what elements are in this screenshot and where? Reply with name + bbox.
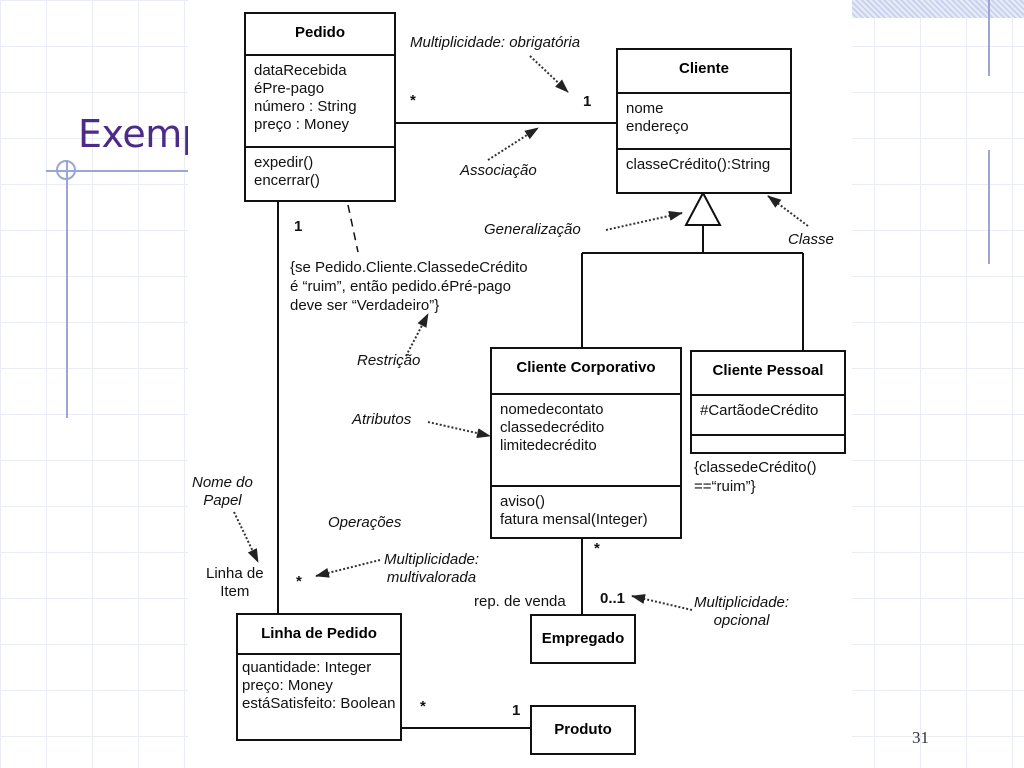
diagram-connectors: [233, 55, 809, 729]
annotation-multiplicidade-opcional: Multiplicidade: opcional: [694, 594, 789, 630]
attribute: número : String: [254, 98, 357, 115]
attribute: nomedecontato: [500, 401, 604, 418]
class-cliente-pessoal-operations: [692, 434, 844, 448]
arrow-restricao: [405, 313, 429, 357]
annotation-multiplicidade-obrigatoria: Multiplicidade: obrigatória: [410, 34, 581, 51]
annotation-associacao: Associação: [460, 162, 537, 179]
constraint-line: {classedeCrédito(): [694, 459, 817, 476]
slide-decor-line-right-2: [988, 150, 990, 264]
class-cliente: Cliente nome endereço classeCrédito():St…: [616, 48, 792, 194]
annotation-atributos: Atributos: [352, 411, 412, 428]
class-produto-name: Produto: [554, 721, 612, 738]
mult-pedido-linha-pedido-end: 1: [294, 218, 303, 235]
class-pedido: Pedido dataRecebida éPre-pago número : S…: [244, 12, 396, 202]
annotation-line: opcional: [713, 612, 770, 629]
slide-decor-line-right: [988, 0, 990, 76]
operation: expedir(): [254, 154, 314, 171]
arrow-associacao: [487, 127, 539, 161]
attribute: preço: Money: [242, 677, 333, 694]
annotation-line: Multiplicidade:: [384, 551, 480, 568]
class-cliente-pessoal: Cliente Pessoal #CartãodeCrédito: [690, 350, 846, 454]
annotation-classe: Classe: [788, 231, 834, 248]
class-cliente-corporativo-attributes: nomedecontato classedecrédito limitedecr…: [492, 393, 680, 485]
operation: classeCrédito():String: [626, 156, 771, 173]
class-cliente-attributes: nome endereço: [618, 92, 790, 148]
class-cliente-corporativo-operations: aviso() fatura mensal(Integer): [492, 485, 680, 535]
attribute: éPre-pago: [254, 80, 325, 97]
class-cliente-corporativo-name: Cliente Corporativo: [516, 359, 656, 376]
operation: aviso(): [500, 493, 546, 510]
class-cliente-pessoal-name: Cliente Pessoal: [712, 362, 824, 379]
class-linha-de-pedido-attributes: quantidade: Integer preço: Money estáSat…: [238, 653, 400, 717]
class-cliente-corporativo: Cliente Corporativo nomedecontato classe…: [490, 347, 682, 539]
constraint-dashed-line: [347, 204, 359, 253]
slide-page-number: 31: [912, 728, 929, 747]
attribute: estáSatisfeito: Boolean: [242, 695, 396, 712]
annotation-operacoes: Operações: [328, 514, 402, 531]
mult-corporativo-end: *: [594, 540, 600, 557]
class-empregado-name: Empregado: [541, 630, 625, 647]
mult-linha-produto-produto-end: 1: [512, 702, 521, 719]
class-cliente-name: Cliente: [678, 60, 729, 77]
class-pedido-attributes: dataRecebida éPre-pago número : String p…: [246, 54, 394, 146]
constraint-line: ==“ruim”}: [694, 478, 756, 495]
arrow-multiplicidade-obrigatoria: [529, 55, 569, 93]
slide-decor-circle: [56, 160, 76, 180]
attribute: #CartãodeCrédito: [700, 402, 819, 419]
annotation-nome-do-papel: Nome do Papel: [192, 474, 253, 510]
role-line: Linha de: [206, 565, 264, 582]
slide-decor-band: [850, 0, 1024, 18]
attribute: quantidade: Integer: [242, 659, 372, 676]
mult-linha-produto-linha-end: *: [420, 698, 426, 715]
annotation-line: multivalorada: [386, 569, 477, 586]
generalization-triangle: [684, 190, 722, 226]
mult-pedido-end: *: [410, 92, 416, 109]
arrow-multiplicidade-multivalorada: [315, 559, 381, 578]
class-cliente-pessoal-attributes: #CartãodeCrédito: [692, 394, 844, 434]
class-pedido-operations: expedir() encerrar(): [246, 146, 394, 196]
arrow-multiplicidade-opcional: [631, 594, 693, 611]
operation: encerrar(): [254, 172, 320, 189]
constraint-line: deve ser “Verdadeiro”}: [290, 297, 440, 314]
annotation-restricao: Restrição: [357, 352, 421, 369]
role-line: Item: [220, 583, 250, 600]
attribute: classedecrédito: [500, 419, 605, 436]
class-pedido-name: Pedido: [294, 24, 345, 41]
annotation-multiplicidade-multivalorada: Multiplicidade: multivalorada: [384, 551, 479, 587]
operation: fatura mensal(Integer): [500, 511, 648, 528]
arrow-nome-do-papel: [233, 511, 259, 563]
annotation-line: Multiplicidade:: [694, 594, 790, 611]
mult-pedido-linha-linha-end: *: [296, 573, 302, 590]
slide-decor-line-left: [66, 160, 68, 418]
role-linha-de-item: Linha de Item: [206, 565, 264, 601]
constraint-pedido: {se Pedido.Cliente.ClassedeCrédito é “ru…: [290, 258, 528, 315]
attribute: preço : Money: [254, 116, 350, 133]
arrow-atributos: [427, 421, 491, 439]
mult-empregado-end: 0..1: [600, 590, 626, 607]
annotation-line: Nome do: [192, 474, 253, 491]
attribute: endereço: [626, 118, 689, 135]
attribute: limitedecrédito: [500, 437, 597, 454]
arrow-classe: [767, 195, 809, 227]
constraint-cliente-pessoal: {classedeCrédito() ==“ruim”}: [694, 458, 817, 496]
annotation-generalizacao: Generalização: [484, 221, 581, 238]
class-empregado: Empregado: [530, 614, 636, 664]
mult-cliente-end: 1: [583, 93, 592, 110]
uml-class-diagram: Pedido dataRecebida éPre-pago número : S…: [188, 0, 852, 768]
class-cliente-operations: classeCrédito():String: [618, 148, 790, 180]
attribute: dataRecebida: [254, 62, 347, 79]
constraint-line: {se Pedido.Cliente.ClassedeCrédito: [290, 259, 528, 276]
class-linha-de-pedido: Linha de Pedido quantidade: Integer preç…: [236, 613, 402, 741]
class-linha-de-pedido-name: Linha de Pedido: [261, 625, 377, 642]
slide-decor-line-left-h: [46, 170, 188, 172]
role-rep-de-venda: rep. de venda: [474, 593, 566, 610]
class-produto: Produto: [530, 705, 636, 755]
attribute: nome: [626, 100, 664, 117]
arrow-generalizacao: [605, 210, 683, 231]
constraint-line: é “ruim”, então pedido.éPré-pago: [290, 278, 511, 295]
annotation-line: Papel: [203, 492, 242, 509]
